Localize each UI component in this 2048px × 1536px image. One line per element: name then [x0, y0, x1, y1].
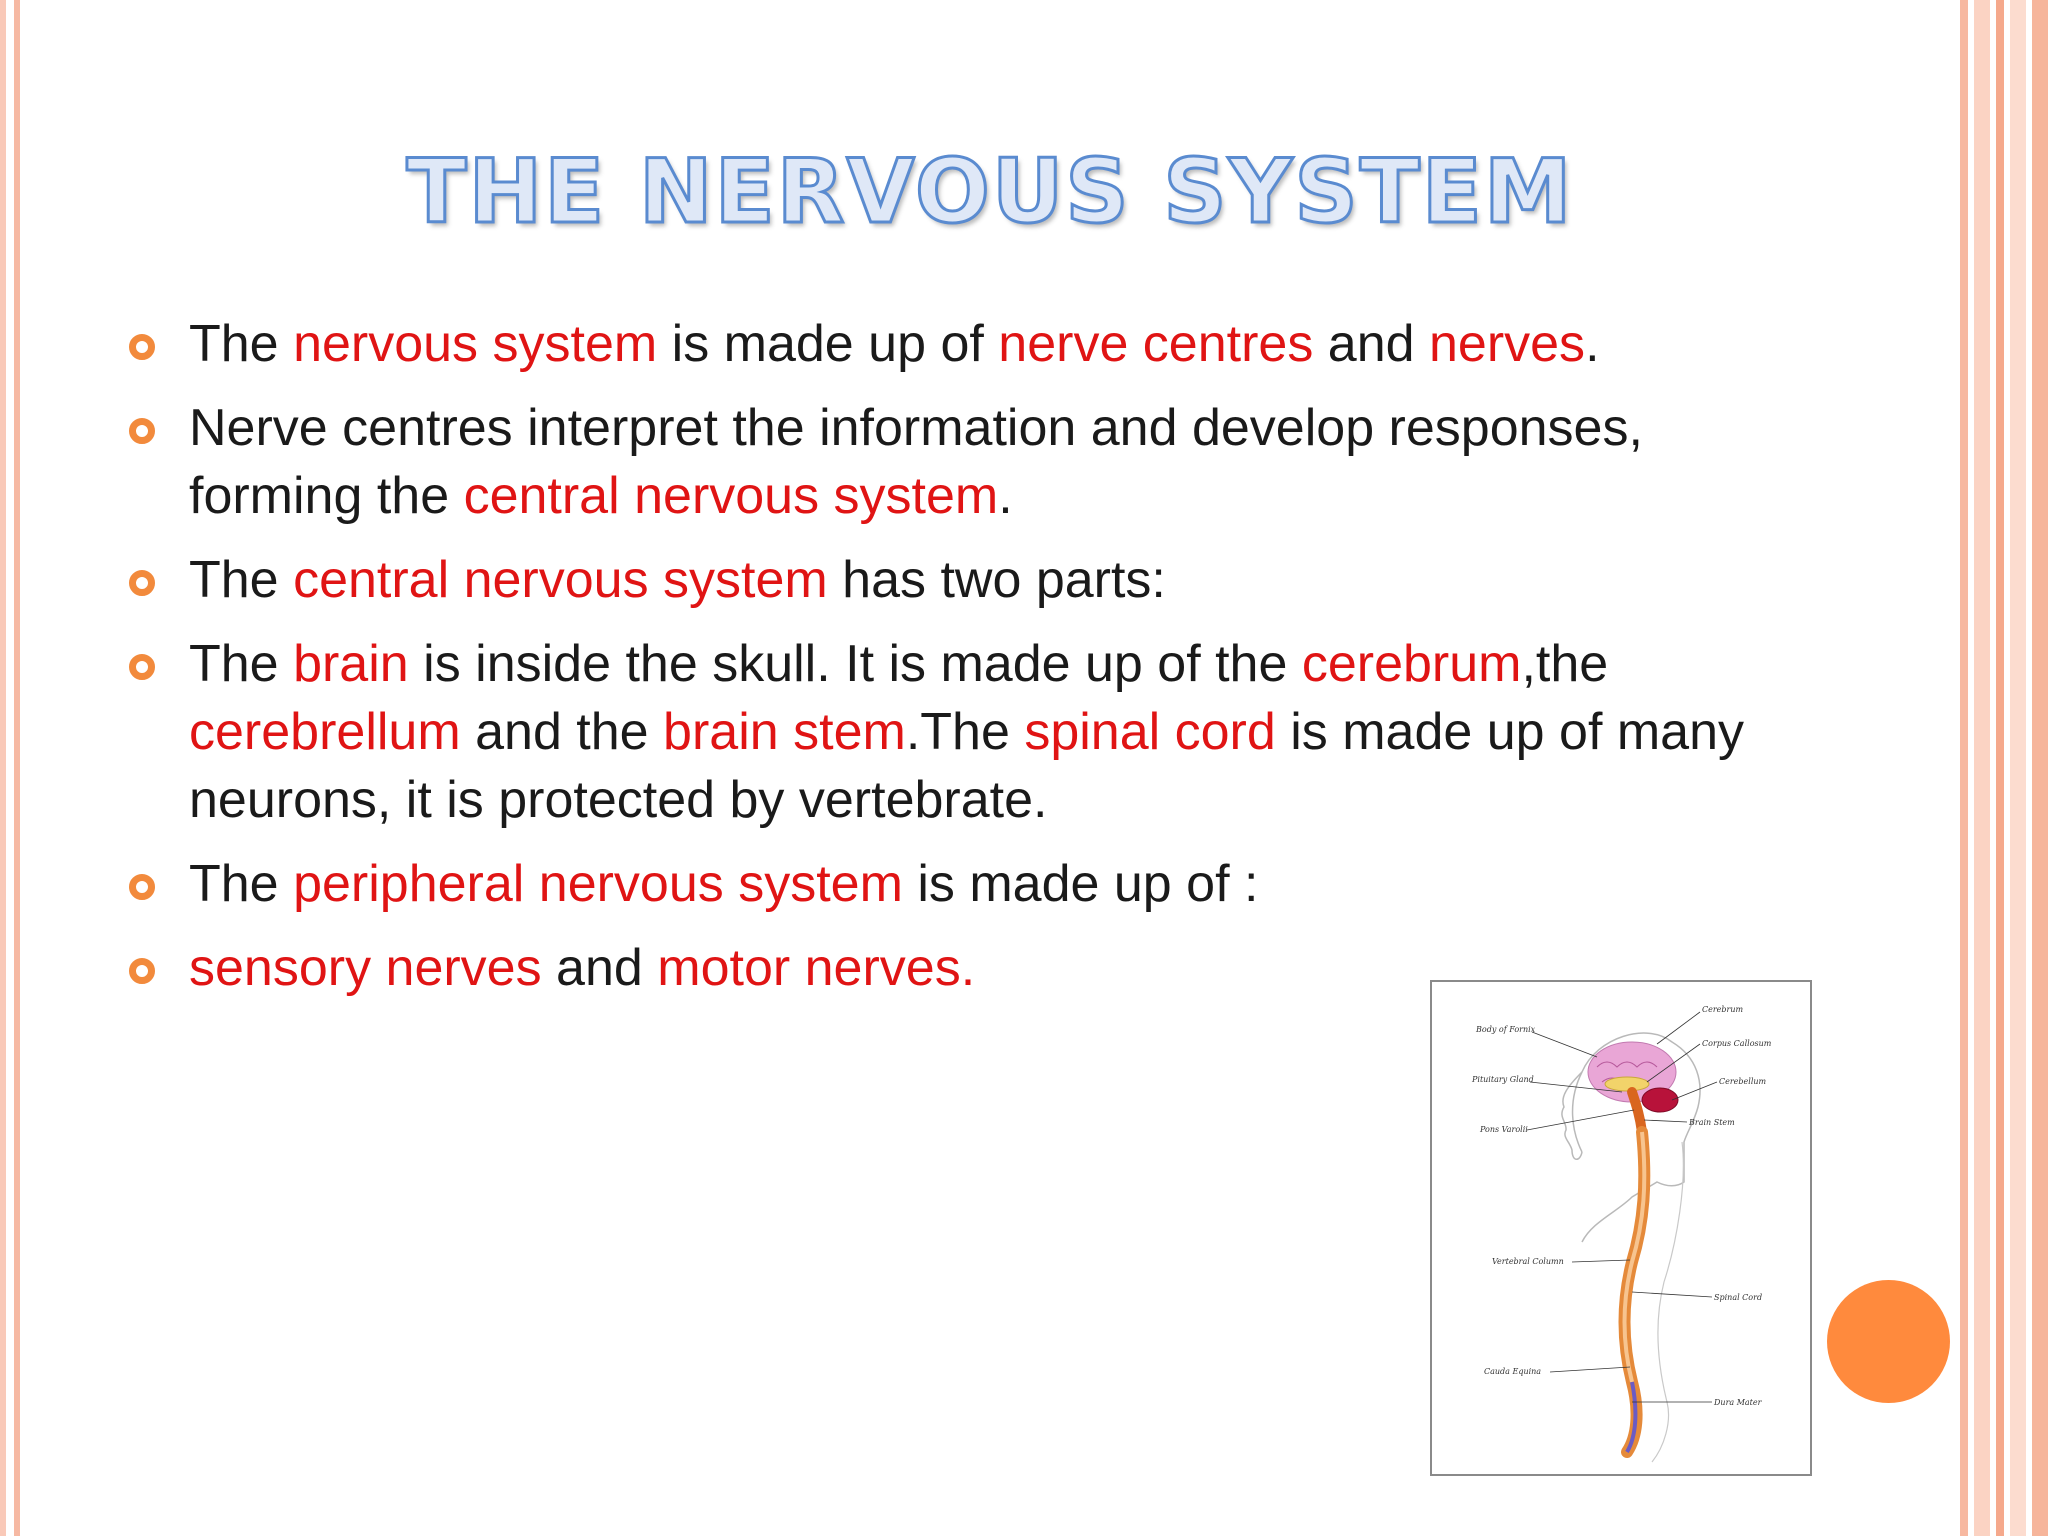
- spinal-cord: [1622, 1131, 1647, 1383]
- highlighted-term: nerve centres: [998, 315, 1314, 373]
- highlighted-term: nervous system: [293, 315, 658, 373]
- right-border-stripe: [1960, 0, 1968, 1536]
- highlighted-term: brain stem: [663, 703, 906, 761]
- bullet-item: sensory nerves and motor nerves.: [125, 934, 1775, 1002]
- bullet-text: Nerve centres interpret the information …: [189, 399, 1643, 525]
- left-border-stripe-inner: [14, 0, 20, 1536]
- label-dura-mater: Dura Mater: [1713, 1398, 1763, 1407]
- bullet-marker-icon: [129, 654, 155, 680]
- cerebellum-shape: [1641, 1087, 1679, 1113]
- label-vertebral-column: Vertebral Column: [1492, 1257, 1564, 1266]
- right-border-stripe: [1996, 0, 2004, 1536]
- bullet-text: The: [189, 551, 294, 609]
- right-border-stripe: [2010, 0, 2026, 1536]
- label-cerebrum: Cerebrum: [1702, 1005, 1744, 1014]
- highlighted-term: central nervous system: [463, 467, 999, 525]
- bullet-marker-icon: [129, 958, 155, 984]
- bullet-marker-icon: [129, 334, 155, 360]
- label-pituitary-gland: Pituitary Gland: [1471, 1075, 1534, 1084]
- label-brain-stem: Brain Stem: [1688, 1118, 1735, 1127]
- label-spinal-cord: Spinal Cord: [1714, 1293, 1762, 1302]
- bullet-text: The: [189, 635, 294, 693]
- bullet-text: and: [1313, 315, 1429, 373]
- bullet-text: ,the: [1521, 635, 1609, 693]
- highlighted-term: cerebrellum: [189, 703, 461, 761]
- bullet-item: The central nervous system has two parts…: [125, 546, 1775, 614]
- slide-title: THE NERVOUS SYSTEM: [405, 139, 1574, 245]
- right-border-stripe: [2032, 0, 2048, 1536]
- face-profile: [1561, 1071, 1583, 1160]
- cauda-equina-shape: [1625, 1381, 1638, 1454]
- highlighted-term: motor nerves.: [657, 939, 976, 997]
- label-body-of-fornix: Body of Fornix: [1475, 1025, 1536, 1034]
- bullet-text: has two parts:: [827, 551, 1166, 609]
- bullet-text: and: [541, 939, 658, 997]
- bullet-item: Nerve centres interpret the information …: [125, 394, 1775, 530]
- bullet-marker-icon: [129, 570, 155, 596]
- highlighted-term: cerebrum: [1301, 635, 1522, 693]
- label-cerebellum: Cerebellum: [1719, 1077, 1767, 1086]
- back-outline: [1651, 1141, 1684, 1463]
- decorative-orange-circle: [1827, 1280, 1950, 1403]
- bullet-text: is inside the skull. It is made up of th…: [408, 635, 1302, 693]
- highlighted-term: spinal cord: [1024, 703, 1276, 761]
- bullet-text: .The: [905, 703, 1025, 761]
- bullet-text: The: [189, 315, 294, 373]
- bullet-text: The: [189, 855, 294, 913]
- highlighted-term: central nervous system: [293, 551, 828, 609]
- bullet-list: The nervous system is made up of nerve c…: [125, 310, 1775, 1018]
- bullet-marker-icon: [129, 418, 155, 444]
- right-border-stripe: [1974, 0, 1990, 1536]
- bullet-item: The nervous system is made up of nerve c…: [125, 310, 1775, 378]
- corpus-callosum-shape: [1604, 1076, 1650, 1092]
- left-border-stripe: [0, 0, 6, 1536]
- highlighted-term: sensory nerves: [189, 939, 542, 997]
- highlighted-term: peripheral nervous system: [293, 855, 903, 913]
- bullet-item: The peripheral nervous system is made up…: [125, 850, 1775, 918]
- nervous-system-diagram: Cerebrum Body of Fornix Corpus Callosum …: [1430, 980, 1812, 1476]
- bullet-text: .: [1585, 315, 1600, 373]
- bullet-text: is made up of :: [902, 855, 1259, 913]
- bullet-text: is made up of: [657, 315, 999, 373]
- label-corpus-callosum: Corpus Callosum: [1702, 1039, 1772, 1048]
- bullet-text: and the: [460, 703, 664, 761]
- label-pons-varolii: Pons Varolii: [1479, 1125, 1528, 1134]
- label-cauda-equina: Cauda Equina: [1484, 1367, 1541, 1376]
- bullet-text: .: [998, 467, 1013, 525]
- highlighted-term: brain: [293, 635, 409, 693]
- bullet-item: The brain is inside the skull. It is mad…: [125, 630, 1775, 834]
- bullet-text: is made up of many neurons, it is protec…: [189, 703, 1745, 829]
- bullet-marker-icon: [129, 874, 155, 900]
- highlighted-term: nerves: [1428, 315, 1586, 373]
